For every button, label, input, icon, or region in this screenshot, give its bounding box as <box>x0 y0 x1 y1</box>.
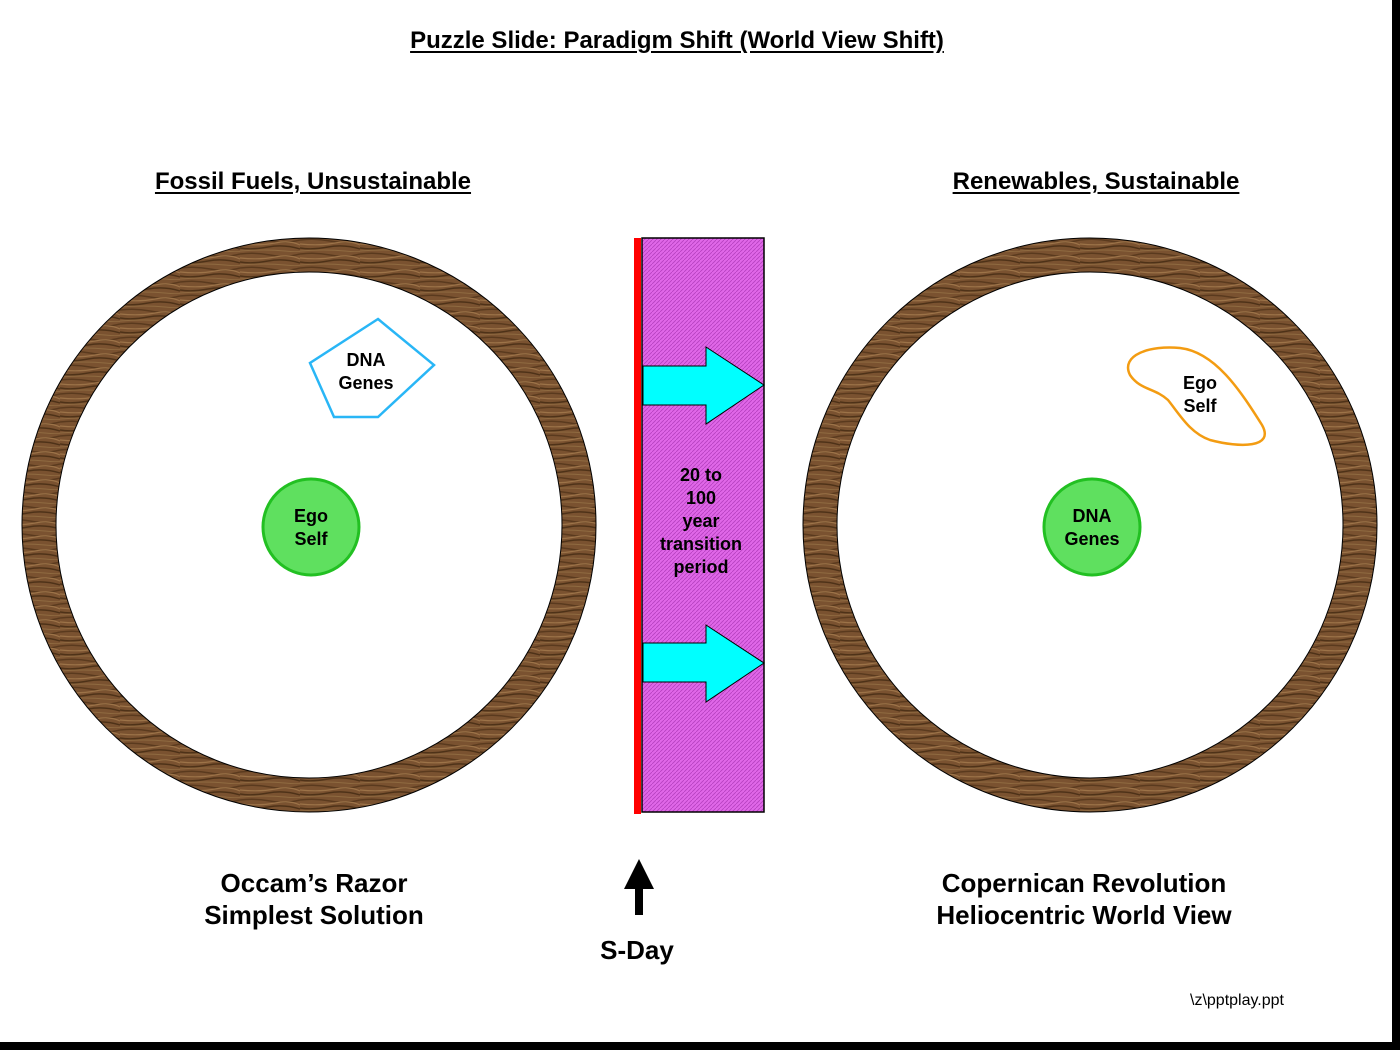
right-caption-line2: Heliocentric World View <box>936 900 1232 930</box>
left-pentagon-label: DNA Genes <box>316 349 416 395</box>
transition-bar <box>634 237 765 814</box>
right-blob-label: Ego Self <box>1150 372 1250 418</box>
shift-arrow-upper <box>642 346 765 425</box>
shift-arrow-lower <box>642 624 765 703</box>
left-pentagon <box>308 317 436 419</box>
transition-text-line5: period <box>673 557 729 577</box>
right-caption: Copernican Revolution Heliocentric World… <box>834 867 1334 931</box>
left-caption-line1: Occam’s Razor <box>220 868 408 898</box>
transition-text-line2: 100 <box>685 488 717 508</box>
right-world <box>802 237 1378 813</box>
footer-filename: \z\pptplay.ppt <box>1190 992 1284 1009</box>
transition-text-line4: transition <box>659 534 742 554</box>
left-core-circle <box>261 477 361 577</box>
right-core-circle <box>1042 477 1142 577</box>
transition-text-line3: year <box>682 511 720 531</box>
left-world <box>21 237 597 813</box>
transition-text-line1: 20 to <box>679 465 722 485</box>
left-pentagon-label-line2: Genes <box>338 373 394 393</box>
right-core-label: DNA Genes <box>1042 505 1142 551</box>
left-pentagon-label-line1: DNA <box>346 350 386 370</box>
s-day-line <box>634 238 641 814</box>
s-day-label: S-Day <box>600 935 674 965</box>
s-day-up-arrow <box>624 859 654 915</box>
transition-text: 20 to 100 year transition period <box>642 464 760 579</box>
right-heading: Renewables, Sustainable <box>952 168 1240 195</box>
right-blob <box>1126 346 1266 447</box>
left-core-label-line1: Ego <box>294 506 328 526</box>
left-core-label: Ego Self <box>261 505 361 551</box>
left-caption-line2: Simplest Solution <box>204 900 424 930</box>
transition-bar-fill <box>641 237 765 813</box>
left-core-label-line2: Self <box>294 529 328 549</box>
right-caption-line1: Copernican Revolution <box>941 868 1227 898</box>
slide-title: Puzzle Slide: Paradigm Shift (World View… <box>410 27 944 54</box>
right-blob-label-line2: Self <box>1183 396 1217 416</box>
right-core-label-line1: DNA <box>1072 506 1112 526</box>
left-heading: Fossil Fuels, Unsustainable <box>154 168 472 195</box>
right-core-label-line2: Genes <box>1064 529 1120 549</box>
right-blob-label-line1: Ego <box>1183 373 1217 393</box>
left-caption: Occam’s Razor Simplest Solution <box>64 867 564 931</box>
